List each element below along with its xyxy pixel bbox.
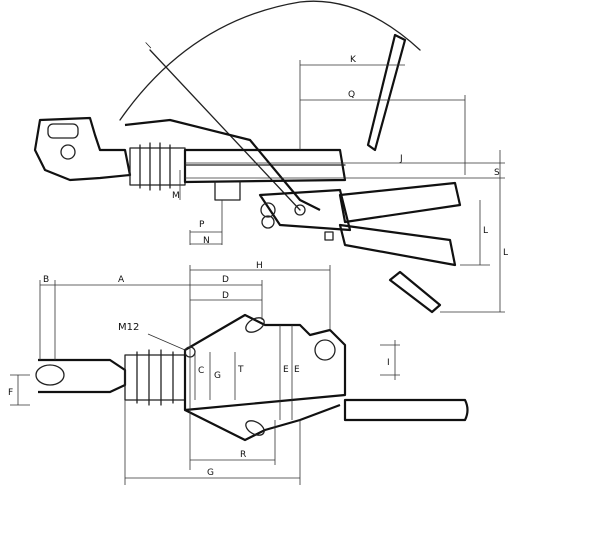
coupling-bolt [60,144,76,160]
label-H: H [256,261,263,271]
lower-arm-plan [184,403,341,442]
label-S: S [494,168,500,178]
bellow-plan [124,349,186,406]
label-M12: M12 [118,322,139,333]
pivot-point [294,204,306,216]
label-E2: E [294,365,300,375]
label-D1: D [222,275,229,285]
label-B: B [43,275,49,285]
label-D2: D [222,291,229,301]
label-G1: G [214,371,221,381]
label-L2: L [503,248,508,258]
handle-raised [366,33,407,152]
side-view: / [33,0,508,314]
handbrake-handle [338,181,462,224]
label-A: A [118,275,125,285]
swing-arc [119,0,421,121]
angle-line [149,49,301,211]
label-C: C [198,366,204,376]
plan-view: H D D A B M12 F C G T E E I R G [8,261,469,485]
damper-mount [214,181,241,201]
handbrake-linkage [124,118,321,211]
label-T: T [237,365,244,375]
label-F: F [8,388,13,398]
coupling-ring [35,364,65,386]
handle-down [388,270,442,314]
pivot-plan [314,339,336,361]
label-N: N [203,236,210,246]
label-I: I [387,358,390,368]
label-J: J [399,154,403,164]
coupling-head [33,116,132,182]
label-K: K [350,55,357,65]
label-G2: G [207,468,214,478]
label-L1: L [483,226,488,236]
main-body-plan [183,313,347,412]
bellow [129,142,186,191]
label-E1: E [283,365,289,375]
coupling-grip [47,123,79,139]
label-P: P [199,220,205,230]
handle-plan [343,398,469,422]
label-R: R [240,450,246,460]
label-Q: Q [348,90,355,100]
drawbar-body [183,148,347,184]
svg-text:/: / [144,41,155,49]
handbrake-handle-lowered [338,223,457,267]
label-M: M [172,191,180,201]
